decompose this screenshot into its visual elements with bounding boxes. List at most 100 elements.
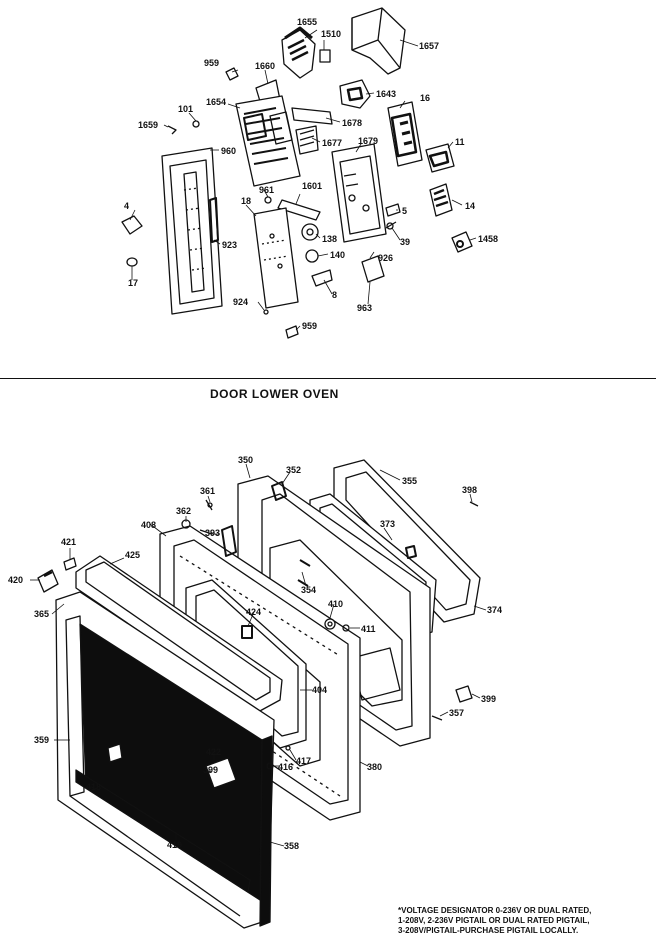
callout-label: 138: [322, 234, 338, 244]
callout-label: 959: [204, 58, 220, 68]
callout-label: 1679: [358, 136, 379, 146]
callout-label: 1458: [478, 234, 499, 244]
part-1679-panel-bracket: [331, 143, 387, 243]
callout-label: 416: [278, 762, 294, 772]
callout-label: 358: [284, 841, 300, 851]
section-divider: [0, 378, 656, 379]
callout-label: 422: [206, 747, 222, 757]
footnote-line: 3-208V/PIGTAIL-PURCHASE PIGTAIL LOCALLY.: [398, 926, 579, 935]
part-923-control-panel: [161, 147, 223, 315]
part-1677: [295, 125, 319, 155]
callout-label: 1660: [255, 61, 276, 71]
part-410: [324, 618, 336, 630]
callout-label: 417: [296, 756, 312, 766]
callout-label: 424: [246, 607, 262, 617]
part-399-block: [455, 685, 473, 703]
part-393-screw: [199, 529, 213, 535]
part-11-switch: [425, 143, 455, 173]
callout-label: 399: [203, 765, 219, 775]
voltage-footnote: *VOLTAGE DESIGNATOR 0-236V OR DUAL RATED…: [398, 906, 653, 936]
callout-label: 8: [332, 290, 338, 300]
callout-label: 374: [487, 605, 503, 615]
callout-label: 923: [222, 240, 238, 250]
callout-label: 350: [238, 455, 254, 465]
part-1655-terminal-block: [281, 26, 316, 79]
part-1601-bar: [277, 199, 321, 221]
part-422-hinge-block: [107, 743, 237, 789]
part-361-screw: [205, 499, 213, 511]
callout-label: 1510: [321, 29, 342, 39]
callout-label: 11: [455, 137, 465, 147]
callout-label: 352: [286, 465, 302, 475]
callout-label: 924: [233, 297, 249, 307]
footnote-line: 1-208V, 2-236V PIGTAIL OR DUAL RATED PIG…: [398, 916, 590, 925]
callout-label: 101: [178, 104, 194, 114]
callout-label: 960: [221, 146, 237, 156]
callout-label: 926: [378, 253, 394, 263]
callout-label: 39: [400, 237, 411, 247]
callout-label: 963: [357, 303, 373, 313]
part-411: [342, 624, 350, 632]
part-959-screw: [225, 67, 239, 81]
callout-label: 354: [301, 585, 317, 595]
part-101-screw: [192, 120, 200, 128]
part-425-top-trim: [75, 555, 283, 713]
part-357-screw: [431, 715, 443, 721]
part-421: [63, 557, 77, 571]
callout-label: 408: [141, 520, 157, 530]
callout-label: 380: [367, 762, 383, 772]
part-419-bottom-strip: [75, 769, 251, 893]
callout-label: 361: [200, 486, 216, 496]
callout-label: 411: [361, 624, 376, 634]
part-398-screw: [469, 501, 479, 507]
part-8: [311, 269, 333, 287]
callout-label: 1654: [206, 97, 227, 107]
part-17: [126, 257, 138, 267]
part-959-screw-bottom: [285, 325, 299, 339]
part-1510: [319, 49, 331, 63]
callout-label: 425: [125, 550, 141, 560]
part-4-knob: [121, 215, 143, 235]
section-title: DOOR LOWER OVEN: [210, 387, 339, 401]
part-16-switch-bracket: [387, 101, 423, 167]
callout-label: 18: [241, 196, 252, 206]
callout-label: 410: [328, 599, 344, 609]
part-1659-screw: [167, 125, 177, 135]
part-416: [266, 762, 274, 770]
callout-label: 1643: [376, 89, 397, 99]
callout-label: 16: [420, 93, 431, 103]
part-5: [385, 203, 401, 217]
footnote-line: *VOLTAGE DESIGNATOR 0-236V OR DUAL RATED…: [398, 906, 592, 915]
callout-label: 421: [61, 537, 77, 547]
callout-label: 140: [330, 250, 346, 260]
part-39: [385, 221, 397, 230]
callout-label: 14: [465, 201, 476, 211]
part-417: [285, 745, 291, 751]
callout-label: 398: [462, 485, 478, 495]
part-1678-bar: [291, 107, 333, 125]
callout-label: 4: [124, 201, 130, 211]
callout-label: 1678: [342, 118, 363, 128]
callout-label: 373: [380, 519, 396, 529]
callout-label: 1659: [138, 120, 159, 130]
part-424-clip: [241, 625, 253, 639]
part-924-screw: [263, 309, 269, 315]
callout-label: 420: [8, 575, 24, 585]
callout-label: 17: [128, 278, 139, 288]
callout-label: 359: [34, 735, 50, 745]
part-1458-plug: [451, 231, 473, 253]
part-963: [361, 255, 385, 283]
callout-label: 399: [481, 694, 497, 704]
callout-label: 1677: [322, 138, 343, 148]
part-358-side-trim: [259, 735, 273, 927]
callout-label: 393: [205, 528, 221, 538]
callout-label: 1657: [419, 41, 440, 51]
callout-label: 961: [259, 185, 275, 195]
part-420-handle-end: [37, 569, 59, 593]
callout-label: 959: [302, 321, 318, 331]
part-1654-control-board: [235, 95, 301, 187]
callout-label: 5: [402, 206, 408, 216]
part-18-plate: [253, 207, 299, 309]
part-961: [264, 196, 272, 204]
